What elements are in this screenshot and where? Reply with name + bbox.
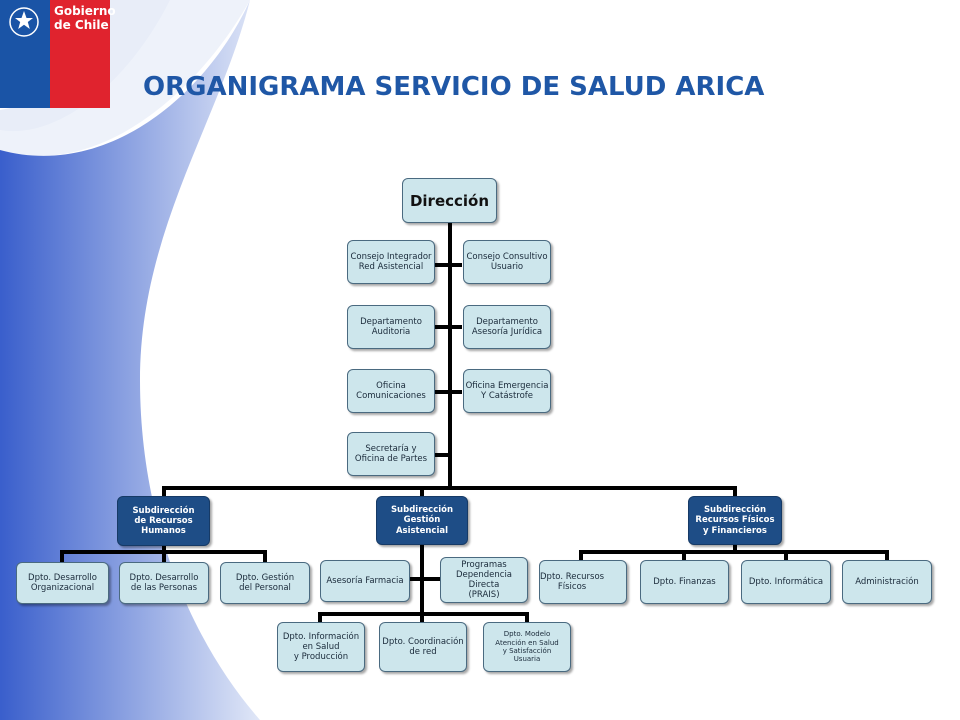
- node-oficina-emergencia: Oficina Emergencia Y Catástrofe: [463, 369, 551, 413]
- node-dpto-recursos-fisicos: Dpto. Recursos Físicos: [539, 560, 627, 604]
- node-departamento-auditoria: Departamento Auditoria: [347, 305, 435, 349]
- node-consejo-consultivo: Consejo Consultivo Usuario: [463, 240, 551, 284]
- node-dpto-desarrollo-personas: Dpto. Desarrollo de las Personas: [119, 562, 209, 604]
- node-dpto-informatica: Dpto. Informática: [741, 560, 831, 604]
- gobierno-de-chile-logo: Gobierno de Chile: [0, 0, 116, 108]
- logo-text: Gobierno de Chile: [54, 4, 116, 32]
- node-asesoria-farmacia: Asesoría Farmacia: [320, 560, 410, 602]
- node-departamento-juridica: Departamento Asesoría Jurídica: [463, 305, 551, 349]
- node-dpto-coordinacion-red: Dpto. Coordinación de red: [379, 622, 467, 672]
- node-oficina-comunicaciones: Oficina Comunicaciones: [347, 369, 435, 413]
- node-programas-prais: Programas Dependencia Directa (PRAIS): [440, 557, 528, 603]
- node-subdireccion-gestion: Subdirección Gestión Asistencial: [376, 496, 468, 545]
- node-dpto-desarrollo-organizacional: Dpto. Desarrollo Organizacional: [16, 562, 109, 604]
- node-dpto-informacion-salud: Dpto. Información en Salud y Producción: [277, 622, 365, 672]
- page-title: ORGANIGRAMA SERVICIO DE SALUD ARICA: [143, 72, 765, 102]
- chile-crest-icon: [9, 7, 39, 37]
- node-subdireccion-fisicos: Subdirección Recursos Físicos y Financie…: [688, 496, 782, 545]
- node-dpto-finanzas: Dpto. Finanzas: [640, 560, 729, 604]
- node-administracion: Administración: [842, 560, 932, 604]
- node-direccion: Dirección: [402, 178, 497, 223]
- node-subdireccion-rrhh: Subdirección de Recursos Humanos: [117, 496, 210, 546]
- node-dpto-gestion-personal: Dpto. Gestión del Personal: [220, 562, 310, 604]
- node-secretaria: Secretaría y Oficina de Partes: [347, 432, 435, 476]
- node-consejo-integrador: Consejo Integrador Red Asistencial: [347, 240, 435, 284]
- node-dpto-modelo-atencion: Dpto. Modelo Atención en Salud y Satisfa…: [483, 622, 571, 672]
